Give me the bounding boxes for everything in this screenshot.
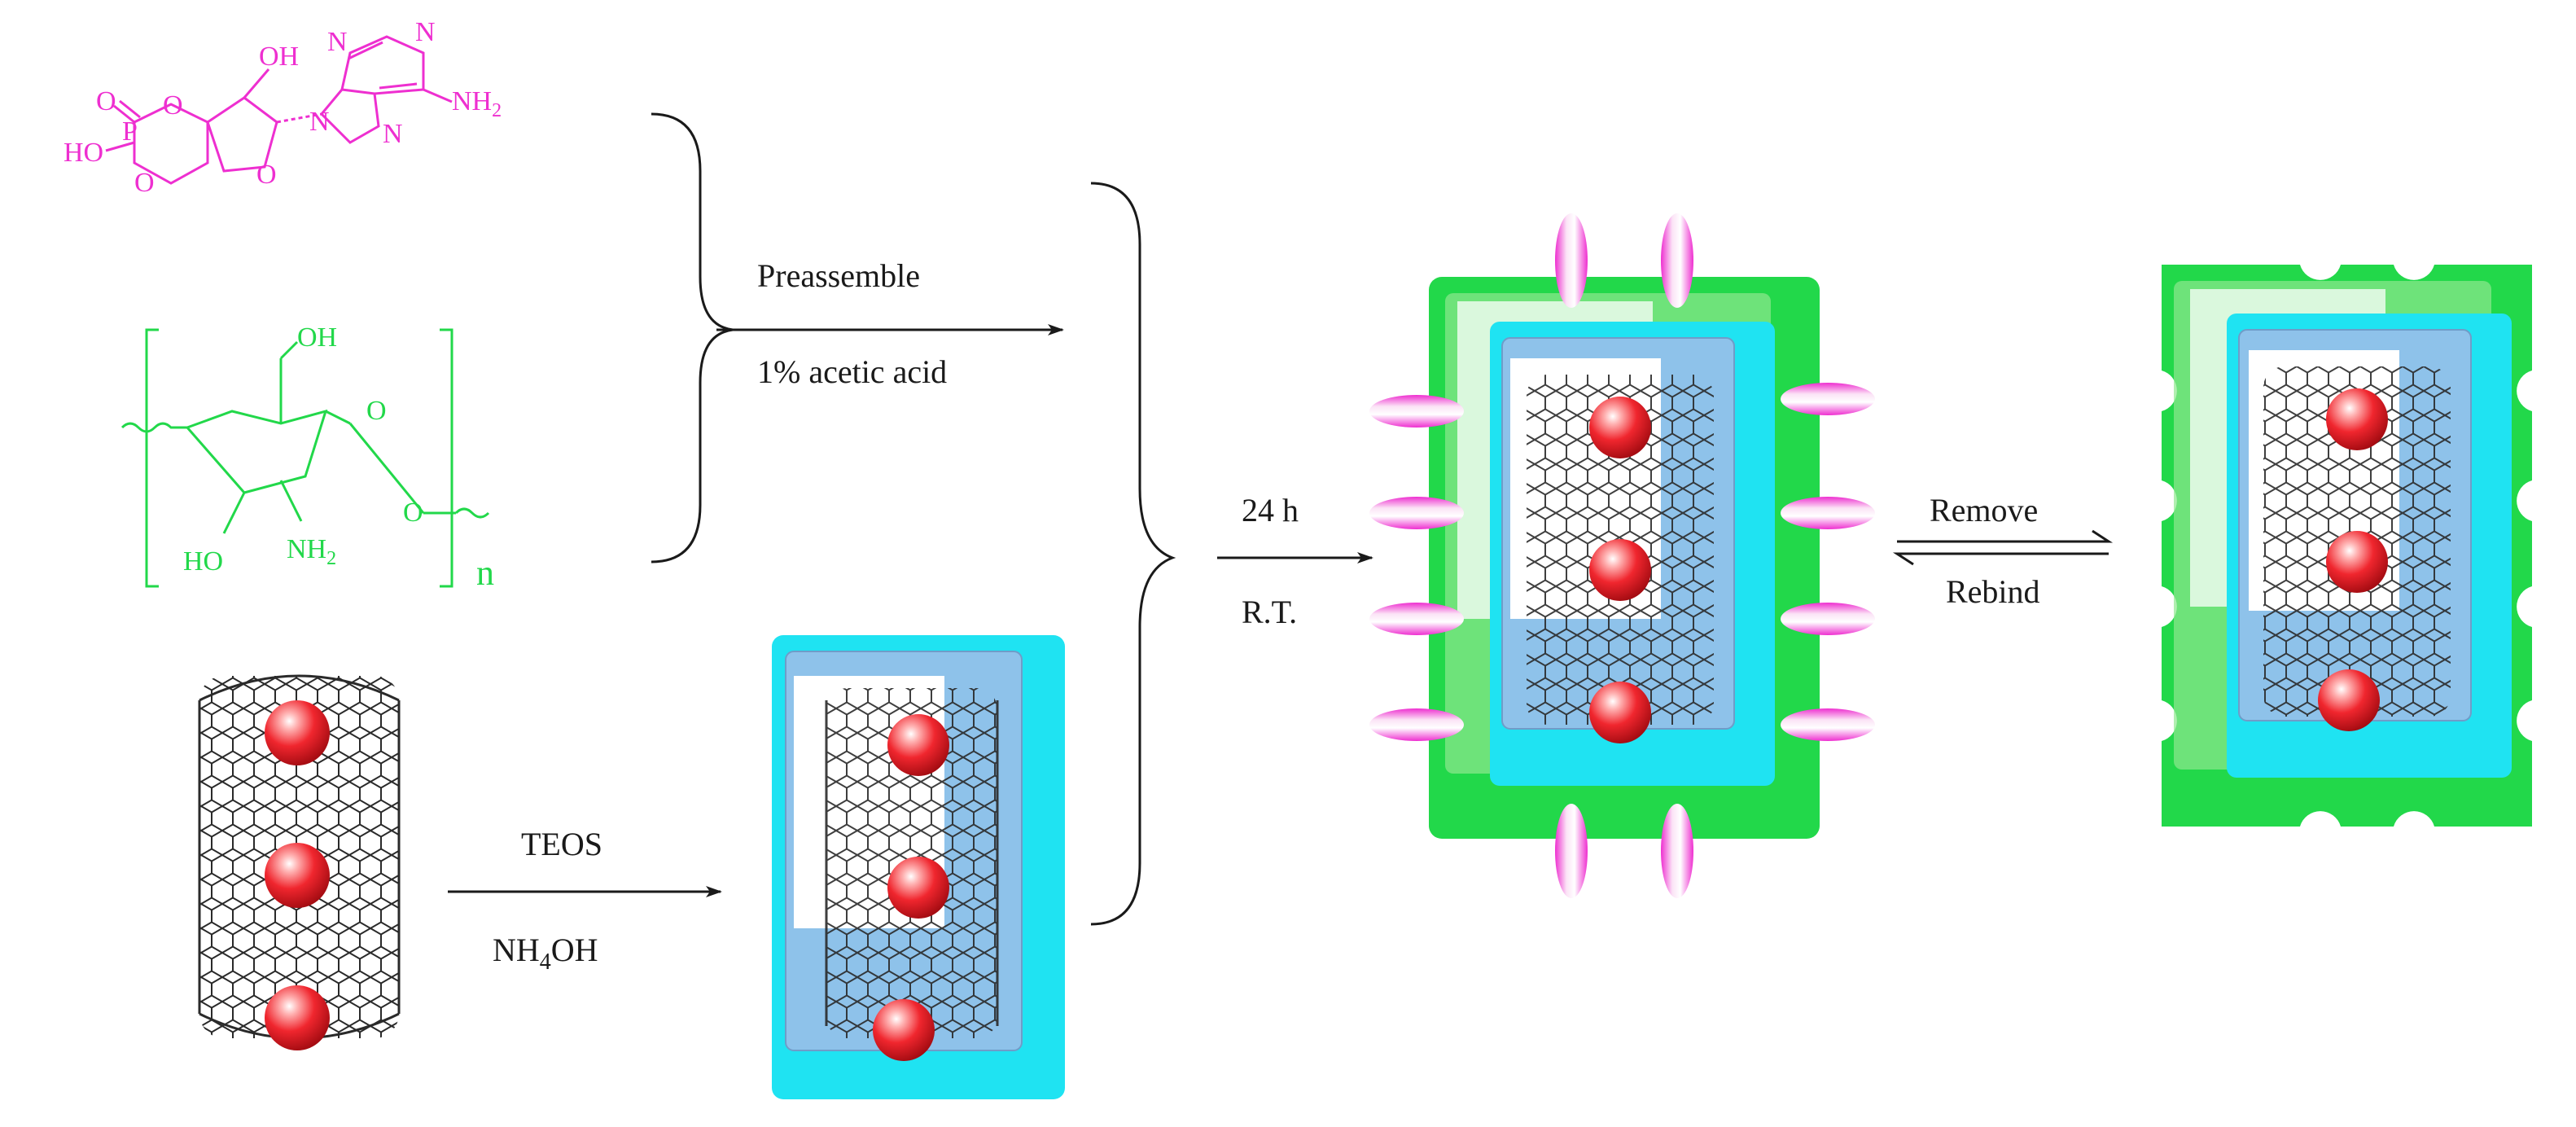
- template-molecule: [1555, 804, 1588, 898]
- template-molecule: [1369, 603, 1464, 635]
- silica-coated-nanotube: [772, 635, 1065, 1099]
- imprinted-composite: [1369, 213, 1875, 898]
- particle: [873, 999, 935, 1061]
- camp-ho-label: HO: [64, 138, 103, 168]
- ammonia-label: NH4OH: [493, 932, 598, 975]
- template-molecule: [1555, 213, 1588, 308]
- particle: [2318, 669, 2380, 731]
- camp-n-label: N: [383, 119, 403, 149]
- camp-p-label: P: [122, 116, 138, 147]
- silica-coating-arrow: TEOS NH4OH: [448, 826, 722, 975]
- template-molecule: [1781, 708, 1875, 741]
- equilibrium-arrows: Remove Rebind: [1892, 492, 2114, 610]
- template-molecule: [1369, 395, 1464, 428]
- camp-n-label: N: [415, 17, 436, 47]
- template-molecule: [1781, 497, 1875, 529]
- brace-right: [1090, 182, 1176, 926]
- chitosan-nh2-label: NH2: [287, 534, 336, 569]
- time-label: 24 h: [1242, 492, 1299, 528]
- chitosan-structure: [120, 328, 490, 588]
- remove-label: Remove: [1930, 492, 2038, 528]
- coupling-arrow: 24 h R.T.: [1217, 492, 1373, 630]
- particle: [1589, 539, 1651, 601]
- particle: [265, 700, 330, 765]
- camp-o-label: O: [256, 160, 277, 190]
- template-molecule: [1661, 804, 1693, 898]
- template-removed-composite: [2162, 265, 2532, 827]
- template-molecule: [1781, 383, 1875, 415]
- acetic-acid-label: 1% acetic acid: [757, 353, 947, 390]
- chitosan-n-label: n: [476, 553, 494, 593]
- chitosan-labels: OH O O HO NH2 n: [183, 322, 494, 593]
- brace-left: [651, 112, 734, 564]
- chitosan-ho-label: HO: [183, 546, 223, 577]
- camp-o-label: O: [134, 168, 155, 198]
- particle: [1589, 397, 1651, 458]
- chitosan-oh-label: OH: [297, 322, 337, 353]
- rebind-label: Rebind: [1946, 573, 2040, 610]
- teos-label: TEOS: [521, 826, 602, 862]
- temperature-label: R.T.: [1242, 594, 1297, 630]
- particle: [2326, 388, 2388, 450]
- preassemble-arrow: Preassemble 1% acetic acid: [716, 257, 1064, 390]
- particle: [887, 857, 949, 919]
- preassemble-label: Preassemble: [757, 257, 920, 294]
- template-molecule: [1661, 213, 1693, 308]
- camp-n-label: N: [309, 107, 330, 137]
- chitosan-o-label: O: [366, 396, 387, 426]
- particle: [265, 985, 330, 1050]
- camp-o-label: O: [163, 90, 183, 121]
- camp-labels: OH N N N N NH2 O O O P HO O: [64, 17, 502, 198]
- bare-nanotube: [198, 674, 401, 1050]
- particle: [1589, 682, 1651, 743]
- camp-oh-label: OH: [259, 42, 299, 72]
- particle: [2326, 531, 2388, 593]
- camp-nh2-label: NH2: [452, 86, 502, 121]
- camp-n-label: N: [327, 27, 348, 57]
- particle: [265, 843, 330, 908]
- camp-o-label: O: [96, 86, 116, 116]
- chitosan-o-label: O: [403, 498, 423, 528]
- template-molecule: [1369, 708, 1464, 741]
- template-molecule: [1369, 497, 1464, 529]
- template-molecule: [1781, 603, 1875, 635]
- particle: [887, 714, 949, 776]
- camp-template-structure: [105, 35, 453, 185]
